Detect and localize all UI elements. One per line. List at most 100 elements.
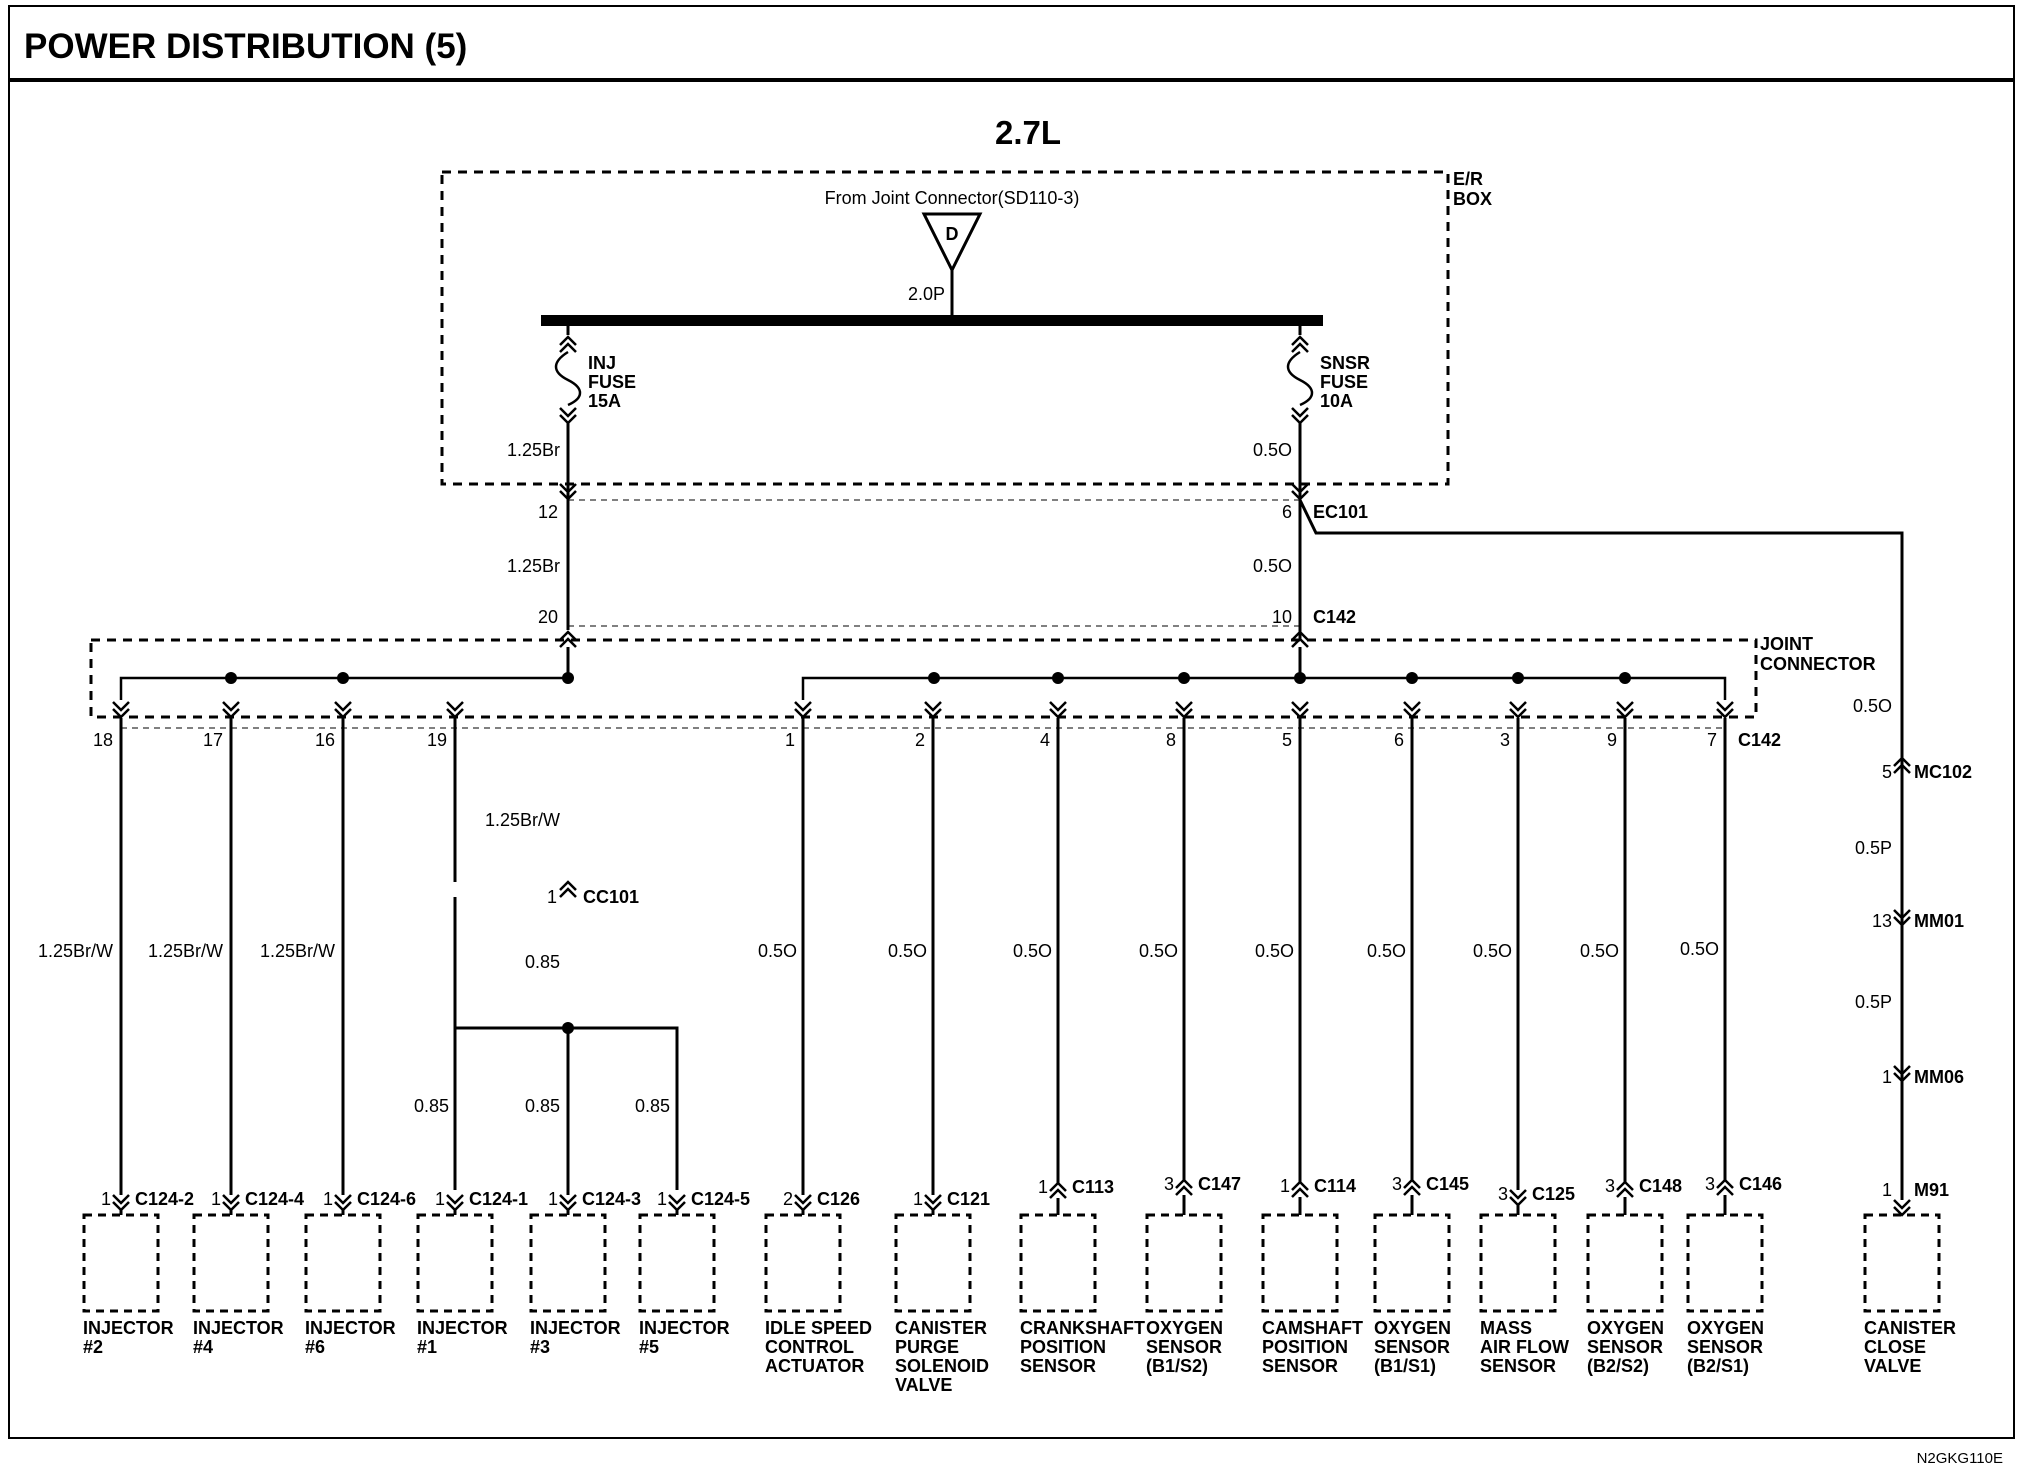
- joint-pin-c124-2: 18: [93, 730, 113, 750]
- footer-code: N2GKG110E: [1917, 1450, 2003, 1467]
- component-box-c147: [1145, 1213, 1223, 1313]
- connector-label-c124-3: C124-3: [582, 1189, 641, 1209]
- splice-dot: [928, 672, 940, 684]
- ec101-label: EC101: [1313, 502, 1368, 522]
- component-pin-c124-5: 1: [657, 1189, 667, 1209]
- component-pin-c124-4: 1: [211, 1189, 221, 1209]
- wire-label-c114: 0.5O: [1255, 941, 1294, 961]
- component-name-line: CAMSHAFT: [1262, 1318, 1363, 1338]
- component-name-line: OXYGEN: [1687, 1318, 1764, 1338]
- component-pin-c147: 3: [1164, 1174, 1174, 1194]
- joint-connector-label-1: JOINT: [1760, 634, 1813, 654]
- joint-terminal-c146: [1716, 701, 1734, 719]
- source-wire-label: 2.0P: [908, 284, 945, 304]
- connector-label-c124-4: C124-4: [245, 1189, 304, 1209]
- page-title: POWER DISTRIBUTION (5): [24, 27, 467, 66]
- inj-wire-label-1: 1.25Br: [507, 440, 560, 460]
- inj-fuse-label-1: INJ: [588, 353, 616, 373]
- component-name-line: CRANKSHAFT: [1020, 1318, 1145, 1338]
- component-pin-c145: 3: [1392, 1174, 1402, 1194]
- component-box-c124-4: [192, 1213, 270, 1313]
- inj-wire-label-2: 1.25Br: [507, 556, 560, 576]
- ec101-snsr-terminal: [1291, 483, 1309, 501]
- joint-pin-c124-1: 19: [427, 730, 447, 750]
- connector-label-c145: C145: [1426, 1174, 1469, 1194]
- component-box-c124-6: [304, 1213, 382, 1313]
- component-name-line: (B1/S1): [1374, 1356, 1436, 1376]
- component-name-line: #3: [530, 1337, 550, 1357]
- splice-dot: [337, 672, 349, 684]
- component-terminal-c114: [1291, 1180, 1309, 1198]
- component-name-line: POSITION: [1020, 1337, 1106, 1357]
- mm01-pin: 13: [1872, 911, 1892, 931]
- wire-label-c124-4: 1.25Br/W: [148, 941, 223, 961]
- inj-branch-a-label: 0.85: [414, 1096, 449, 1116]
- joint-terminal-c114: [1291, 701, 1309, 719]
- snsr-joint-bus: [801, 676, 1727, 700]
- joint-terminal-c148: [1616, 701, 1634, 719]
- component-name-line: SENSOR: [1146, 1337, 1222, 1357]
- snsr-fuse-label-2: FUSE: [1320, 372, 1368, 392]
- snsr-fuse-bottom-terminal: [1291, 407, 1309, 425]
- mm01-label: MM01: [1914, 911, 1964, 931]
- component-name-line: AIR FLOW: [1480, 1337, 1569, 1357]
- component-terminal-c145: [1403, 1178, 1421, 1196]
- snsr-fuse-label-3: 10A: [1320, 391, 1353, 411]
- component-name-line: CANISTER: [895, 1318, 987, 1338]
- snsr-fuse-element: [1286, 350, 1314, 407]
- component-terminal-c125: [1509, 1189, 1527, 1207]
- connector-label-c126: C126: [817, 1189, 860, 1209]
- cc101-terminal: [559, 880, 577, 898]
- component-name-line: (B2/S1): [1687, 1356, 1749, 1376]
- canister-feed-wire: [1298, 499, 1904, 760]
- component-name-line: #1: [417, 1337, 437, 1357]
- c142-bottom-label: C142: [1738, 730, 1781, 750]
- joint-pin-c113: 4: [1040, 730, 1050, 750]
- component-name-line: CLOSE: [1864, 1337, 1926, 1357]
- joint-terminal-c125: [1509, 701, 1527, 719]
- component-name-line: INJECTOR: [639, 1318, 730, 1338]
- component-name-line: VALVE: [895, 1375, 952, 1395]
- component-name-line: SENSOR: [1687, 1337, 1763, 1357]
- component-name-line: MASS: [1480, 1318, 1532, 1338]
- inj-branch-b-label: 0.85: [525, 1096, 560, 1116]
- mc-wire-label-3: 0.5P: [1855, 992, 1892, 1012]
- er-box-label-2: BOX: [1453, 189, 1492, 209]
- component-name-line: POSITION: [1262, 1337, 1348, 1357]
- joint-terminal-c124-2: [112, 701, 130, 719]
- component-box-c124-5: [638, 1213, 716, 1313]
- joint-pin-c125: 3: [1500, 730, 1510, 750]
- component-name-line: CANISTER: [1864, 1318, 1956, 1338]
- component-box-c148: [1586, 1213, 1664, 1313]
- c142-inj-pin: 20: [538, 607, 558, 627]
- connector-label-c124-2: C124-2: [135, 1189, 194, 1209]
- component-terminal-c124-2: [112, 1194, 130, 1212]
- inj-fuse-label-3: 15A: [588, 391, 621, 411]
- component-name-line: SENSOR: [1020, 1356, 1096, 1376]
- component-pin-c125: 3: [1498, 1184, 1508, 1204]
- component-box-c125: [1479, 1213, 1557, 1313]
- mm06-pin: 1: [1882, 1067, 1892, 1087]
- component-name-line: SENSOR: [1374, 1337, 1450, 1357]
- component-terminal-c121: [924, 1194, 942, 1212]
- source-label: From Joint Connector(SD110-3): [825, 188, 1080, 208]
- component-box-m91: [1863, 1213, 1941, 1313]
- wire-label-c145: 0.5O: [1367, 941, 1406, 961]
- joint-pin-c147: 8: [1166, 730, 1176, 750]
- component-name-line: #4: [193, 1337, 213, 1357]
- c142-snsr-pin: 10: [1272, 607, 1292, 627]
- mc102-pin: 5: [1882, 762, 1892, 782]
- splice-dot: [225, 672, 237, 684]
- joint-pin-c124-6: 16: [315, 730, 335, 750]
- component-name-line: #5: [639, 1337, 659, 1357]
- engine-label: 2.7L: [995, 114, 1061, 151]
- source-symbol-letter: D: [946, 224, 959, 244]
- component-pin-c124-6: 1: [323, 1189, 333, 1209]
- component-name-line: INJECTOR: [305, 1318, 396, 1338]
- page-frame: [8, 5, 2015, 1439]
- connector-label-c124-5: C124-5: [691, 1189, 750, 1209]
- component-pin-c113: 1: [1038, 1177, 1048, 1197]
